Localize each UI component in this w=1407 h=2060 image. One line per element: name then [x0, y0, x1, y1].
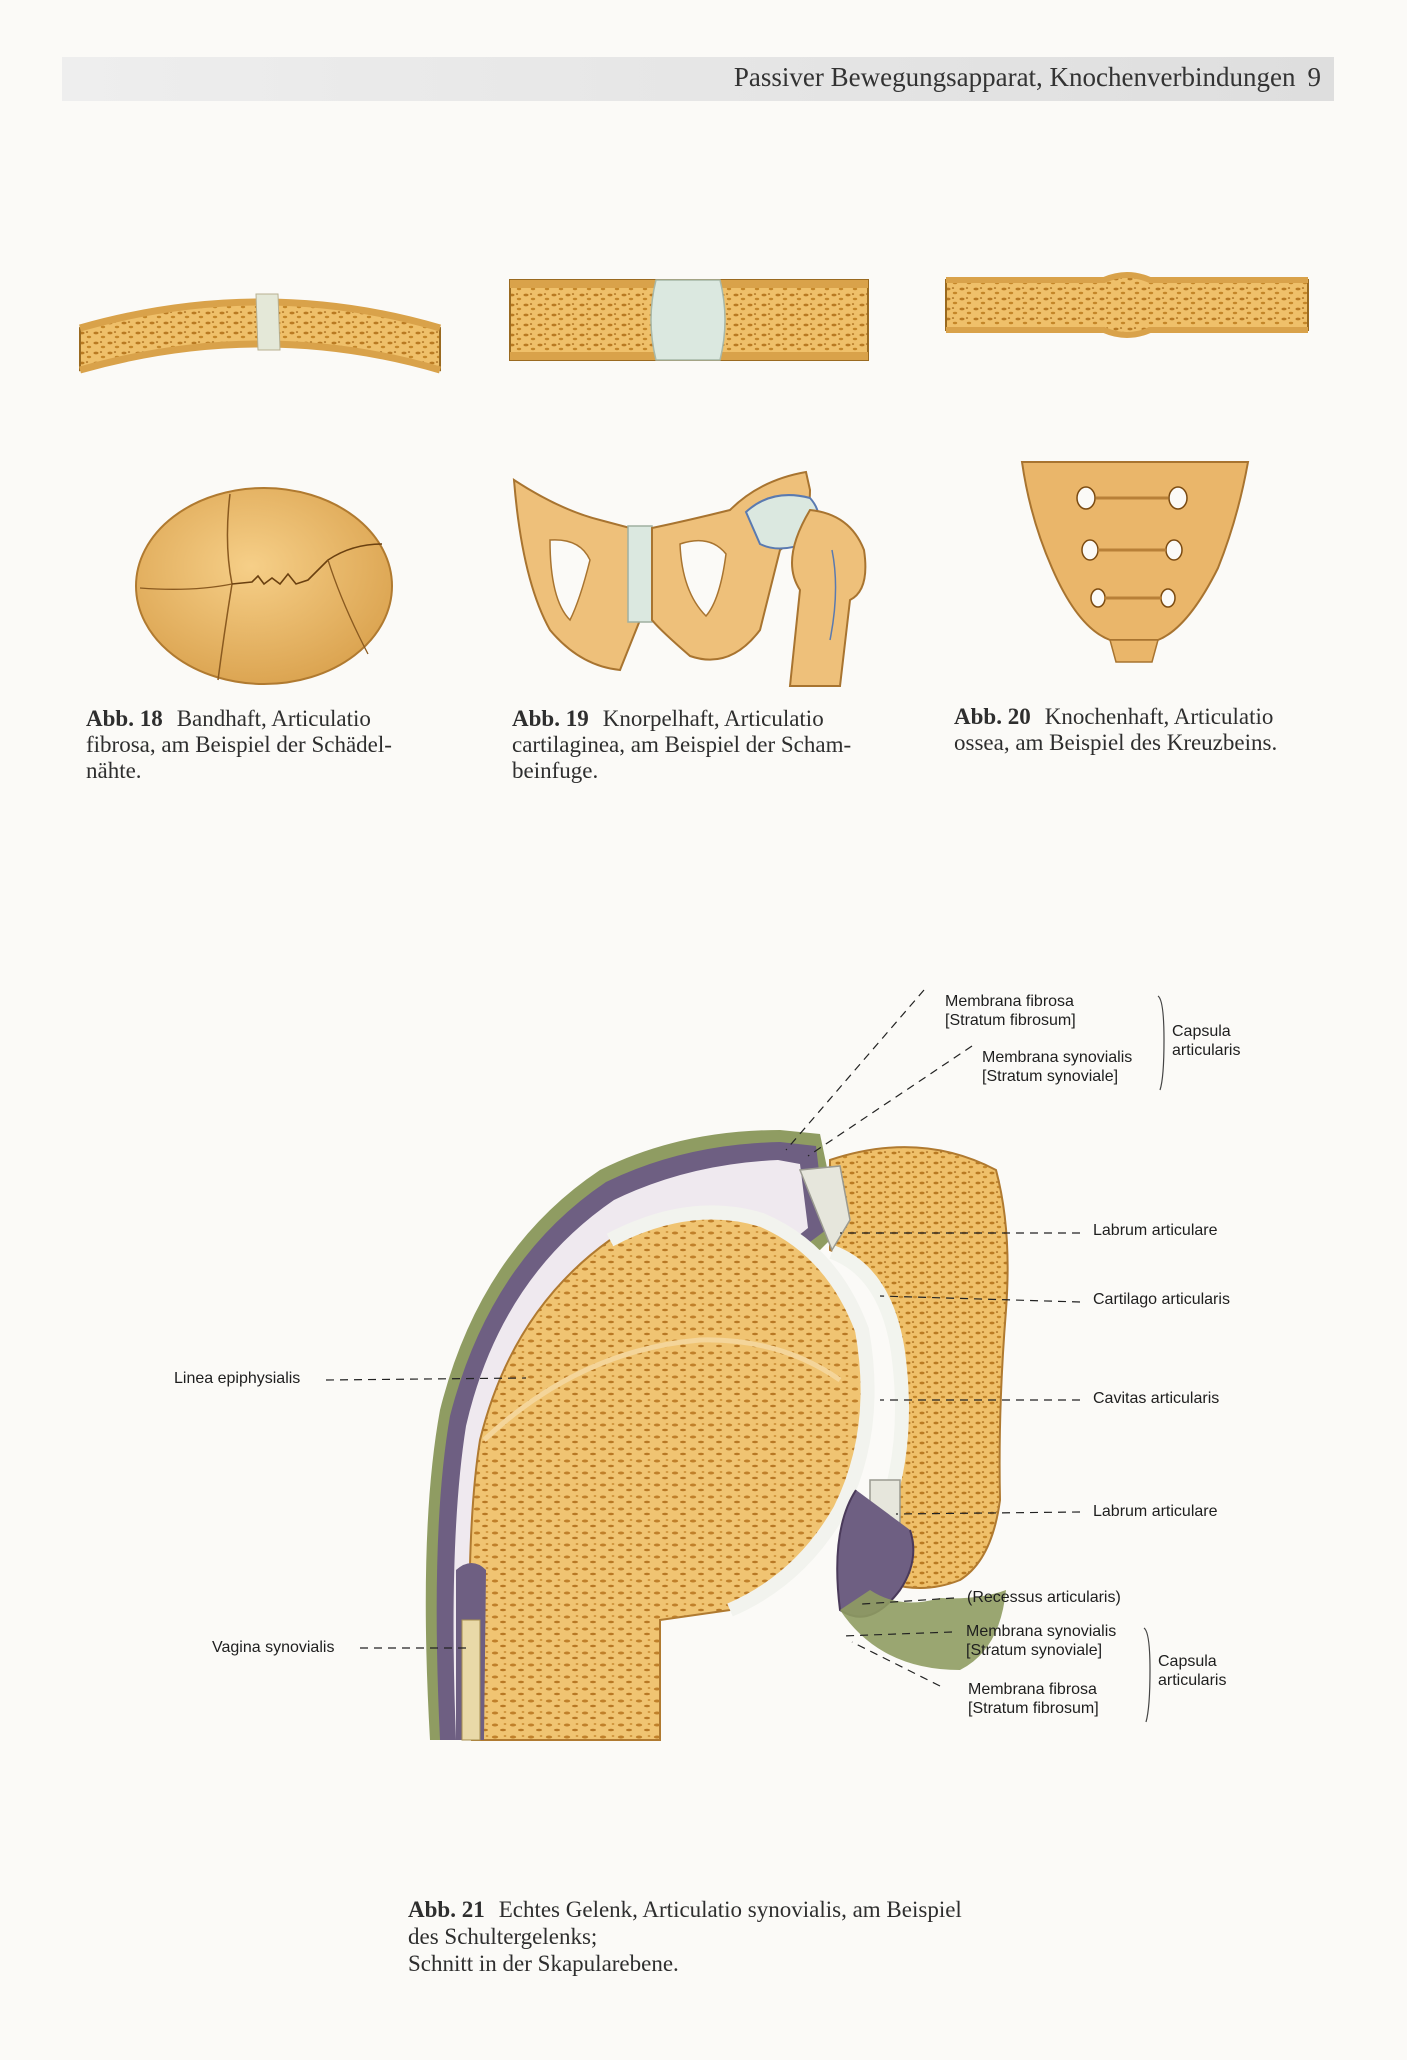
sacrum-illustration: [1020, 461, 1250, 663]
label-cavitas: Cavitas articularis: [1093, 1390, 1220, 1407]
abb19-line3: beinfuge.: [512, 758, 599, 783]
caption-abb19: Abb. 19 Knorpelhaft, Articulatio cartilag…: [512, 706, 892, 784]
header-band: [62, 57, 1334, 101]
label-vagina-synovialis: Vagina synovialis: [212, 1639, 335, 1656]
label-recessus: (Recessus articularis): [967, 1589, 1121, 1606]
caption-abb18: Abb. 18 Bandhaft, Articulatio fibrosa, am…: [86, 706, 416, 784]
label-capsula-bottom: Capsula articularis: [1158, 1652, 1226, 1690]
header-title: Passiver Bewegungsapparat, Knochenverbin…: [733, 62, 1296, 92]
label-membrana-fibrosa-bottom: Membrana fibrosa [Stratum fibrosum]: [968, 1680, 1099, 1718]
abb18-label: Abb. 18: [86, 706, 163, 731]
abb20-line1: Knochenhaft, Articulatio: [1044, 704, 1274, 729]
caption-abb21: Abb. 21 Echtes Gelenk, Articulatio synovi…: [408, 1896, 962, 1977]
abb18-line2: fibrosa, am Beispiel der Schädel-: [86, 732, 392, 757]
pelvis-illustration: [512, 470, 867, 687]
abb19-line1: Knorpelhaft, Articulatio: [602, 706, 824, 731]
abb21-label: Abb. 21: [408, 1897, 485, 1922]
label-capsula-top-line2: articularis: [1172, 1042, 1241, 1059]
caption-abb20: Abb. 20 Knochenhaft, Articulatio ossea, a…: [954, 704, 1334, 756]
bracket-top: [1157, 995, 1165, 1091]
label-cartilago: Cartilago articularis: [1093, 1291, 1230, 1308]
label-ms-top-line1: Membrana synovialis: [982, 1049, 1133, 1066]
skull-illustration: [135, 487, 393, 685]
label-mf-top-line1: Membrana fibrosa: [945, 993, 1074, 1010]
abb18-line1: Bandhaft, Articulatio: [176, 706, 371, 731]
abb20-label: Abb. 20: [954, 704, 1031, 729]
suture-bone-section: [79, 293, 441, 374]
abb18-line3: nähte.: [86, 758, 142, 783]
page-number: 9: [1307, 62, 1322, 92]
abb21-line2: des Schultergelenks;: [408, 1924, 598, 1949]
abb20-line2: ossea, am Beispiel des Kreuzbeins.: [954, 730, 1278, 755]
label-labrum-top: Labrum articulare: [1093, 1222, 1218, 1239]
label-membrana-synovialis-top: Membrana synovialis [Stratum synoviale]: [982, 1048, 1132, 1086]
label-mf-bottom-line2: [Stratum fibrosum]: [968, 1700, 1099, 1717]
label-ms-top-line2: [Stratum synoviale]: [982, 1068, 1119, 1085]
label-linea-epiphysialis: Linea epiphysialis: [174, 1370, 301, 1387]
label-labrum-bottom: Labrum articulare: [1093, 1503, 1218, 1520]
label-mf-top-line2: [Stratum fibrosum]: [945, 1012, 1076, 1029]
label-ms-bottom-line1: Membrana synovialis: [966, 1623, 1117, 1640]
running-header: Passiver Bewegungsapparat, Knochenverbin…: [734, 62, 1321, 93]
abb21-line1: Echtes Gelenk, Articulatio synovialis, a…: [498, 1897, 962, 1922]
bracket-bottom: [1143, 1627, 1151, 1723]
label-capsula-bottom-line1: Capsula: [1158, 1653, 1217, 1670]
abb21-line3: Schnitt in der Skapularebene.: [408, 1951, 679, 1976]
label-capsula-top: Capsula articularis: [1172, 1022, 1240, 1060]
cartilage-bone-section: [509, 279, 869, 361]
label-mf-bottom-line1: Membrana fibrosa: [968, 1681, 1097, 1698]
label-membrana-fibrosa-top: Membrana fibrosa [Stratum fibrosum]: [945, 992, 1076, 1030]
label-membrana-synovialis-bottom: Membrana synovialis [Stratum synoviale]: [966, 1622, 1116, 1660]
label-capsula-bottom-line2: articularis: [1158, 1672, 1227, 1689]
label-capsula-top-line1: Capsula: [1172, 1023, 1231, 1040]
abb19-line2: cartilaginea, am Beispiel der Scham-: [512, 732, 852, 757]
shoulder-joint-illustration: [425, 1130, 1009, 1741]
abb19-label: Abb. 19: [512, 706, 589, 731]
synostosis-bone-section: [945, 272, 1309, 338]
label-ms-bottom-line2: [Stratum synoviale]: [966, 1642, 1103, 1659]
